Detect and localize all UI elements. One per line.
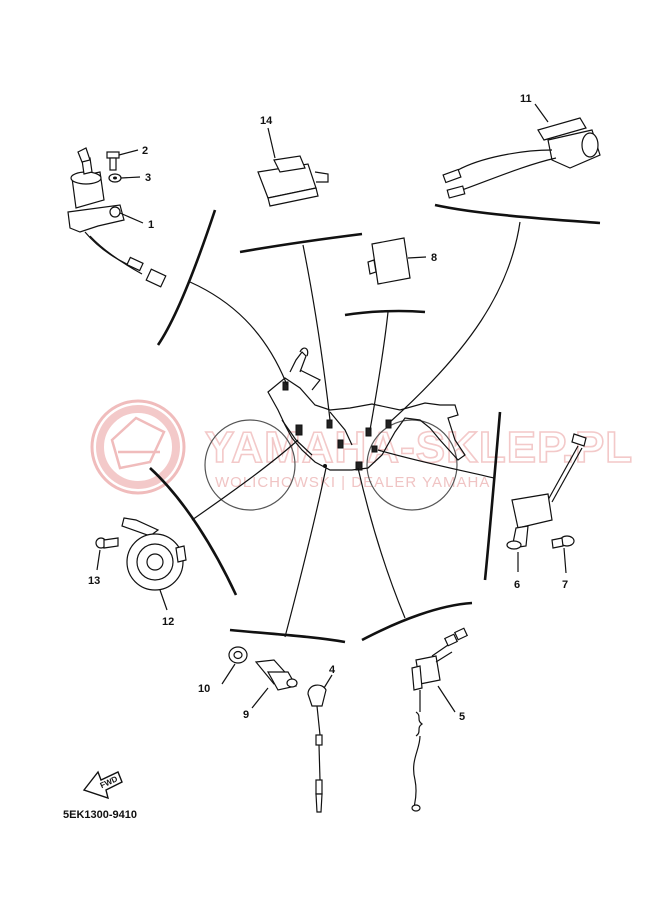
- part-number-14[interactable]: 14: [260, 115, 273, 127]
- lead-part-4: [307, 674, 333, 813]
- group-frames: [149, 203, 601, 644]
- part-number-2[interactable]: 2: [142, 145, 148, 157]
- watermark: YAMAHA-SKLEP.PL WOLICHOWSKI | DEALER YAM…: [90, 399, 633, 495]
- part-number-1[interactable]: 1: [148, 219, 154, 231]
- part-number-10[interactable]: 10: [198, 683, 210, 695]
- part-number-12[interactable]: 12: [162, 616, 174, 628]
- part-number-3[interactable]: 3: [145, 172, 151, 184]
- location-markers: [282, 381, 392, 471]
- watermark-sub-text: WOLICHOWSKI | DEALER YAMAHA: [215, 474, 490, 491]
- handlebar-switch-part-11: [442, 103, 601, 199]
- relay-part-14: [257, 127, 329, 207]
- stop-switch-part-6: [506, 433, 587, 572]
- diagram-reference-code: 5EK1300-9410: [63, 809, 137, 821]
- sender-part-9: [251, 659, 298, 709]
- part-number-5[interactable]: 5: [459, 711, 465, 723]
- part-number-8[interactable]: 8: [431, 252, 437, 264]
- part-number-4[interactable]: 4: [329, 664, 336, 676]
- part-number-13[interactable]: 13: [88, 575, 100, 587]
- motorcycle-outline: [204, 347, 466, 511]
- part-number-9[interactable]: 9: [243, 709, 249, 721]
- fwd-arrow-icon: FWD: [82, 770, 123, 800]
- main-switch-assembly: [67, 147, 167, 288]
- gasket-part-10: [221, 646, 248, 685]
- relay-part-8: [367, 237, 427, 285]
- watermark-main-text: YAMAHA-SKLEP.PL: [205, 423, 633, 472]
- switch-part-5: [411, 627, 469, 812]
- watermark-logo: [90, 399, 186, 495]
- horn-part-12: [121, 517, 187, 611]
- part-number-11[interactable]: 11: [520, 93, 532, 105]
- bolt-part-13: [95, 537, 119, 571]
- screw-part-7: [551, 535, 575, 574]
- part-number-6[interactable]: 6: [514, 579, 520, 591]
- part-number-7[interactable]: 7: [562, 579, 568, 591]
